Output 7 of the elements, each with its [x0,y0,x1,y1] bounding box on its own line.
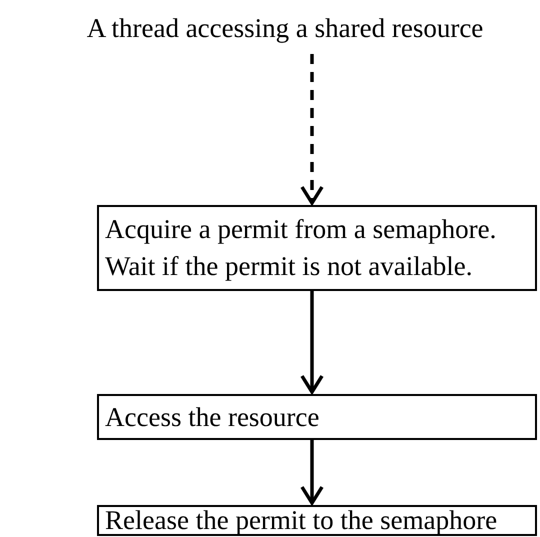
start-label: A thread accessing a shared resource [30,8,540,48]
process-box: Release the permit to the semaphore [97,505,537,536]
process-box: Acquire a permit from a semaphore. Wait if the permit is not available. [97,205,537,291]
arrow [300,54,324,205]
process-box: Access the resource [97,394,537,440]
arrow [300,440,324,505]
arrow [300,291,324,394]
